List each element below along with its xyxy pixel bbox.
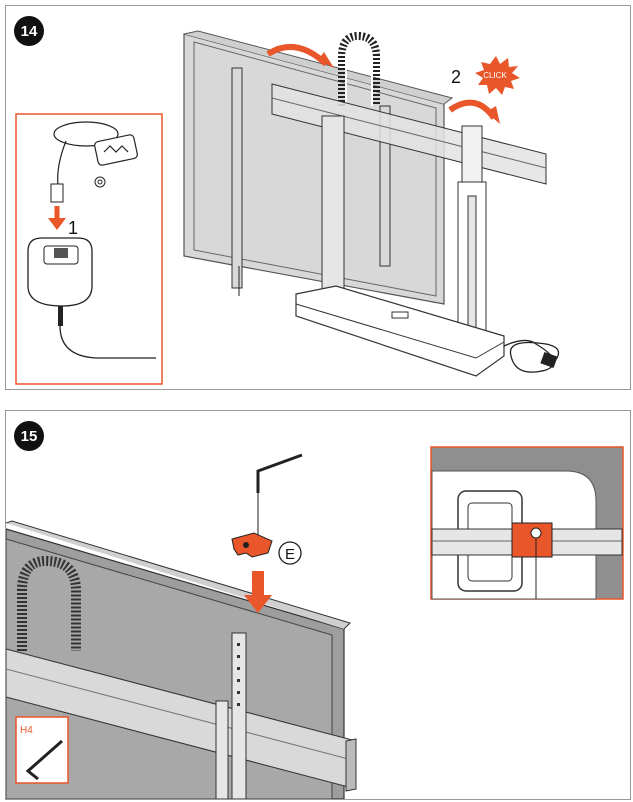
tool-h4-box: [15, 716, 69, 784]
stand-base: [295, 285, 505, 377]
lift-column: [321, 115, 487, 348]
step-15-badge: 15: [14, 421, 44, 451]
step-15-illustration: E H4: [6, 446, 624, 799]
part-e-label: E: [285, 546, 295, 563]
monitor-outline: [183, 30, 454, 305]
click-label: CLICK: [483, 71, 507, 80]
remote-connection-inset: [15, 113, 163, 385]
click-burst: [475, 56, 520, 95]
clip-part-e: [231, 532, 273, 558]
tool-h4-label: H4: [20, 725, 33, 736]
detail-inset: [430, 446, 624, 600]
step-14-panel: 14 1: [5, 5, 631, 390]
step-label-1: 1: [68, 218, 78, 238]
step-14-badge: 14: [14, 16, 44, 46]
step-14-illustration: 1: [15, 30, 560, 385]
step-15-panel: 15 E: [5, 410, 631, 800]
step-label-2: 2: [451, 67, 461, 87]
